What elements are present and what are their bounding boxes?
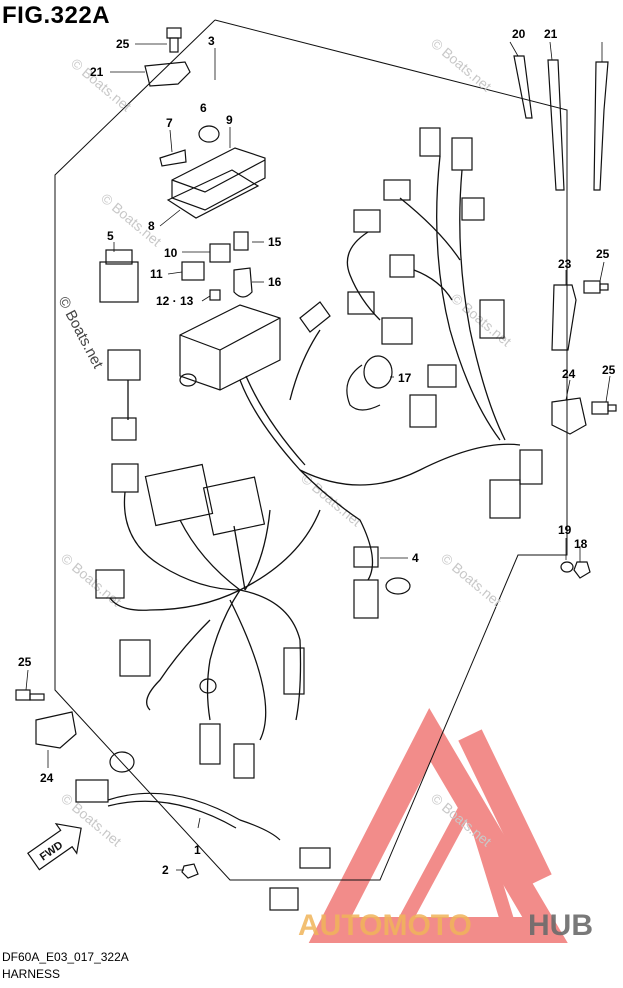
callout-24-left: 25 xyxy=(18,655,32,669)
connector-large-b xyxy=(202,476,266,536)
bracket-part-23-right xyxy=(551,397,587,435)
connector-right-1 xyxy=(419,127,441,157)
callout-22: 23 xyxy=(558,257,572,271)
connector-right-3 xyxy=(383,179,411,201)
callout-7: 7 xyxy=(166,116,173,130)
bolt-part-24-left xyxy=(15,689,45,701)
connector-lower-6 xyxy=(233,743,255,779)
connector-right-9 xyxy=(381,317,413,345)
fuse-part-12-13 xyxy=(209,289,221,301)
callout-20: 21 xyxy=(544,27,558,41)
connector-left-mid xyxy=(111,417,137,441)
nut-part-2 xyxy=(181,863,199,879)
harness-outline xyxy=(54,19,568,881)
fuse-cap-part-15 xyxy=(233,267,253,298)
logo-triangle xyxy=(308,708,568,943)
connector-lower-3 xyxy=(353,579,379,619)
copyright-watermark: © Boats.net xyxy=(54,294,106,372)
cable-tie-part-20 xyxy=(547,59,565,191)
callout-24-right-b: 25 xyxy=(602,363,616,377)
connector-right-11 xyxy=(409,394,437,428)
bolt-part-24-right-a xyxy=(583,280,609,294)
callout-24-right-a: 25 xyxy=(596,247,610,261)
fuse-part-14 xyxy=(233,231,249,251)
connector-lower-2 xyxy=(119,639,151,677)
connector-right-8 xyxy=(347,291,375,315)
callout-labels: 25 21 3 20 21 6 7 9 8 5 10 15 11 16 12 ·… xyxy=(18,27,616,877)
callout-24-top: 25 xyxy=(116,37,130,51)
cable-tie-part-19 xyxy=(513,55,533,119)
logo-text-left: AUTOMOTO xyxy=(298,909,472,942)
main-fuse-box xyxy=(179,304,281,391)
callout-12-13: 12 · 13 xyxy=(156,294,194,308)
connector-left-upper xyxy=(107,349,141,381)
callout-3: 3 xyxy=(208,34,215,48)
fwd-arrow-icon: FWD xyxy=(27,822,82,871)
connector-right-10 xyxy=(427,364,457,388)
callout-17: 18 xyxy=(574,537,588,551)
relay-part-11 xyxy=(181,261,205,281)
svg-text:© Boats.net: © Boats.net xyxy=(438,550,505,609)
clip-part-7 xyxy=(159,149,187,167)
callout-21: 21 xyxy=(90,65,104,79)
connector-left-lower xyxy=(111,463,139,493)
callout-10: 10 xyxy=(164,246,178,260)
coupler-near-3 xyxy=(299,301,331,333)
bracket-part-22 xyxy=(551,284,577,351)
callout-14: 15 xyxy=(268,235,282,249)
nut-part-17 xyxy=(573,561,591,579)
bolt-part-24-right-b xyxy=(591,401,617,415)
wire-bundle xyxy=(109,155,521,741)
svg-text:© Boats.net: © Boats.net xyxy=(298,470,365,529)
svg-text:© Boats.net: © Boats.net xyxy=(448,290,515,349)
figure-title: FIG.322A xyxy=(2,2,111,29)
figure-name: HARNESS xyxy=(2,967,61,981)
connector-right-12 xyxy=(489,479,521,519)
connector-right-13 xyxy=(519,449,543,485)
connector-right-7 xyxy=(479,299,505,339)
cable-tie-part-25 xyxy=(593,61,609,191)
seal-part-8 xyxy=(166,169,260,219)
logo-text-right: HUB xyxy=(528,909,593,942)
grommet-part-6 xyxy=(198,125,220,143)
figure-code: DF60A_E03_017_322A xyxy=(2,950,129,964)
callout-23-left: 24 xyxy=(40,771,54,785)
bracket-part-23-left xyxy=(35,711,77,749)
battery-cable-part-1 xyxy=(75,751,331,911)
callout-8: 8 xyxy=(148,219,155,233)
relay-socket-part-5 xyxy=(99,249,139,303)
connector-right-2 xyxy=(451,137,473,171)
bracket-part-21 xyxy=(144,61,191,87)
automotohub-logo: AUTOMOTO HUB xyxy=(298,909,593,942)
callout-2: 2 xyxy=(162,863,169,877)
connector-right-4 xyxy=(461,197,485,221)
callout-16: 17 xyxy=(398,371,412,385)
connector-large-a xyxy=(144,463,214,527)
relay-part-10 xyxy=(209,243,231,263)
callout-15: 16 xyxy=(268,275,282,289)
connector-lower-4 xyxy=(283,647,305,695)
callout-11: 11 xyxy=(150,267,163,281)
svg-text:© Boats.net: © Boats.net xyxy=(58,550,125,609)
callout-9: 9 xyxy=(226,113,233,127)
callout-4: 4 xyxy=(412,551,419,565)
sensor-part-16 xyxy=(346,355,393,411)
callout-1: 1 xyxy=(194,843,201,857)
connector-right-6 xyxy=(389,254,415,278)
washer-part-18 xyxy=(560,561,574,573)
connector-lower-5 xyxy=(199,723,221,765)
bolt-part-24-top xyxy=(166,27,182,53)
svg-text:© Boats.net: © Boats.net xyxy=(428,35,495,94)
callout-6: 6 xyxy=(200,101,207,115)
leader-lines xyxy=(25,41,611,871)
callout-18: 19 xyxy=(558,523,572,537)
callout-5: 5 xyxy=(107,229,114,243)
cap-part-4 xyxy=(353,546,411,595)
callout-23-right: 24 xyxy=(562,367,576,381)
callout-19: 20 xyxy=(512,27,526,41)
connector-right-5 xyxy=(353,209,381,233)
svg-text:© Boats.net: © Boats.net xyxy=(68,55,135,114)
